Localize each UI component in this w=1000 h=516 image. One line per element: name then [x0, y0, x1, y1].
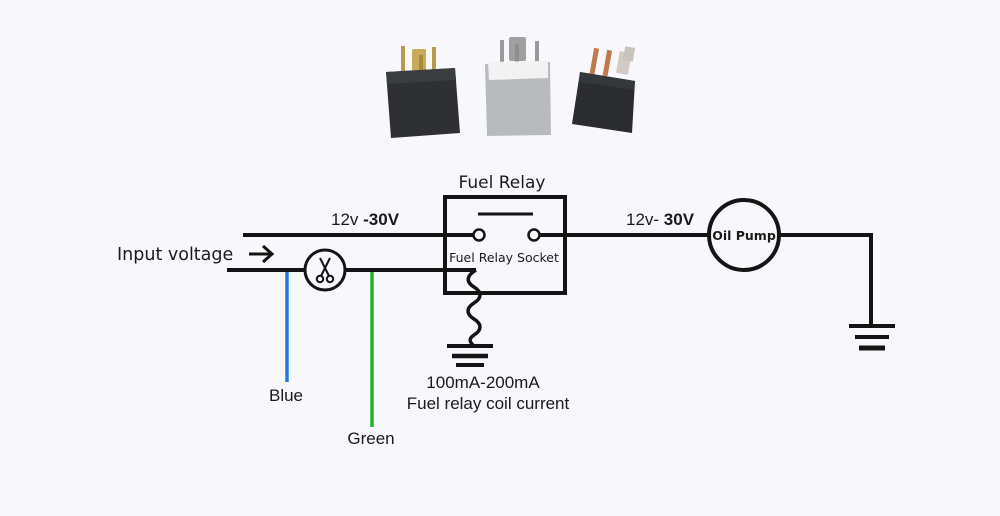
voltage-label-left: 12v -30V	[331, 210, 400, 229]
blue-wire-label: Blue	[269, 386, 303, 405]
relay-terminal-2	[527, 228, 541, 242]
green-wire-label: Green	[347, 429, 394, 448]
relay-photo-2	[485, 37, 551, 136]
ground-icon	[447, 344, 493, 367]
relay-socket-box	[443, 195, 567, 295]
arrow-right-icon	[249, 244, 275, 264]
relay-photo-3	[572, 46, 636, 133]
socket-label: Fuel Relay Socket	[449, 250, 559, 265]
ground-icon	[849, 324, 895, 351]
voltage-label-right: 12v- 30V	[626, 210, 695, 229]
pump-ground-wire	[779, 233, 873, 326]
relay-photo-1	[386, 46, 460, 138]
fuel-relay-title: Fuel Relay	[459, 173, 546, 193]
input-voltage-label: Input voltage	[117, 245, 233, 265]
relay-terminal-1	[472, 228, 486, 242]
relay-coil	[466, 268, 482, 347]
coil-current-range: 100mA-200mA	[426, 373, 540, 392]
scissors-icon	[315, 257, 335, 284]
coil-current-description: Fuel relay coil current	[407, 394, 570, 413]
oil-pump-label: Oil Pump	[712, 228, 776, 243]
